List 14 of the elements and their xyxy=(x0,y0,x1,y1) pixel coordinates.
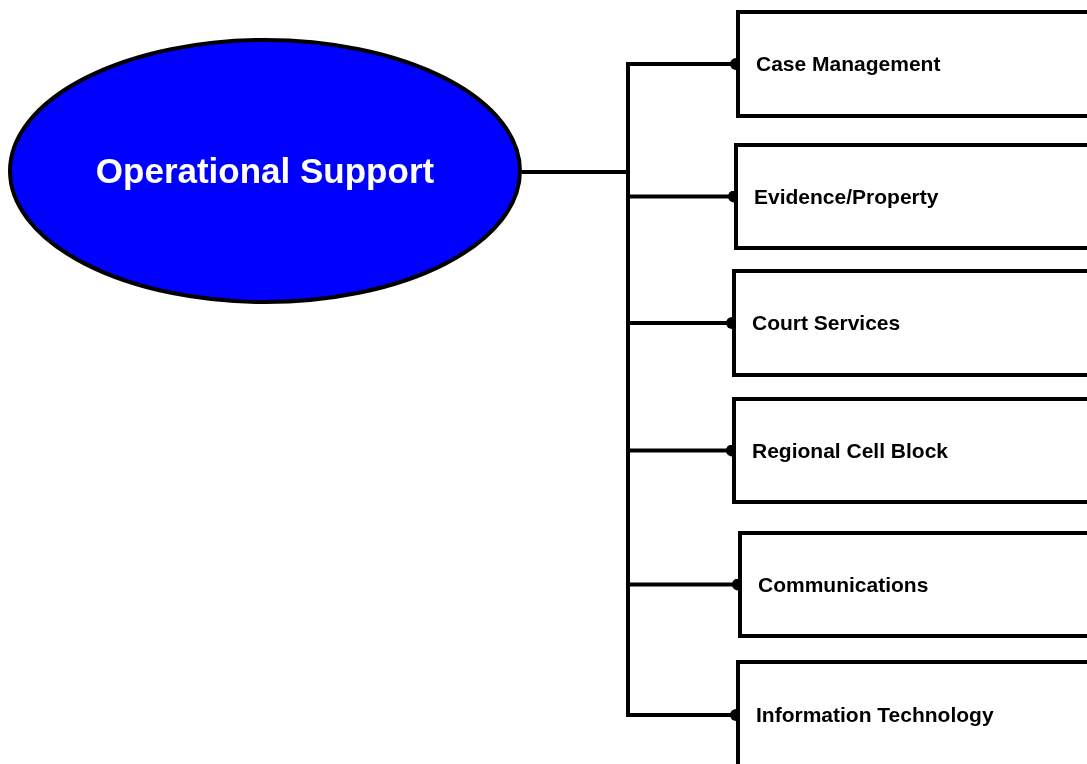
node-label: Information Technology xyxy=(755,703,994,727)
ellipse-node xyxy=(8,38,522,304)
department-box xyxy=(732,269,1087,377)
node-label: Evidence/Property xyxy=(753,184,939,209)
department-box xyxy=(738,531,1087,638)
department-box xyxy=(736,660,1087,764)
node-label: Case Management xyxy=(755,52,941,76)
node-label: Communications xyxy=(757,572,929,597)
node-label: Court Services xyxy=(751,311,901,335)
department-box xyxy=(732,397,1087,504)
department-box xyxy=(734,143,1087,250)
department-box xyxy=(736,10,1087,118)
node-label: Operational Support xyxy=(95,151,435,191)
node-label: Regional Cell Block xyxy=(751,438,949,463)
